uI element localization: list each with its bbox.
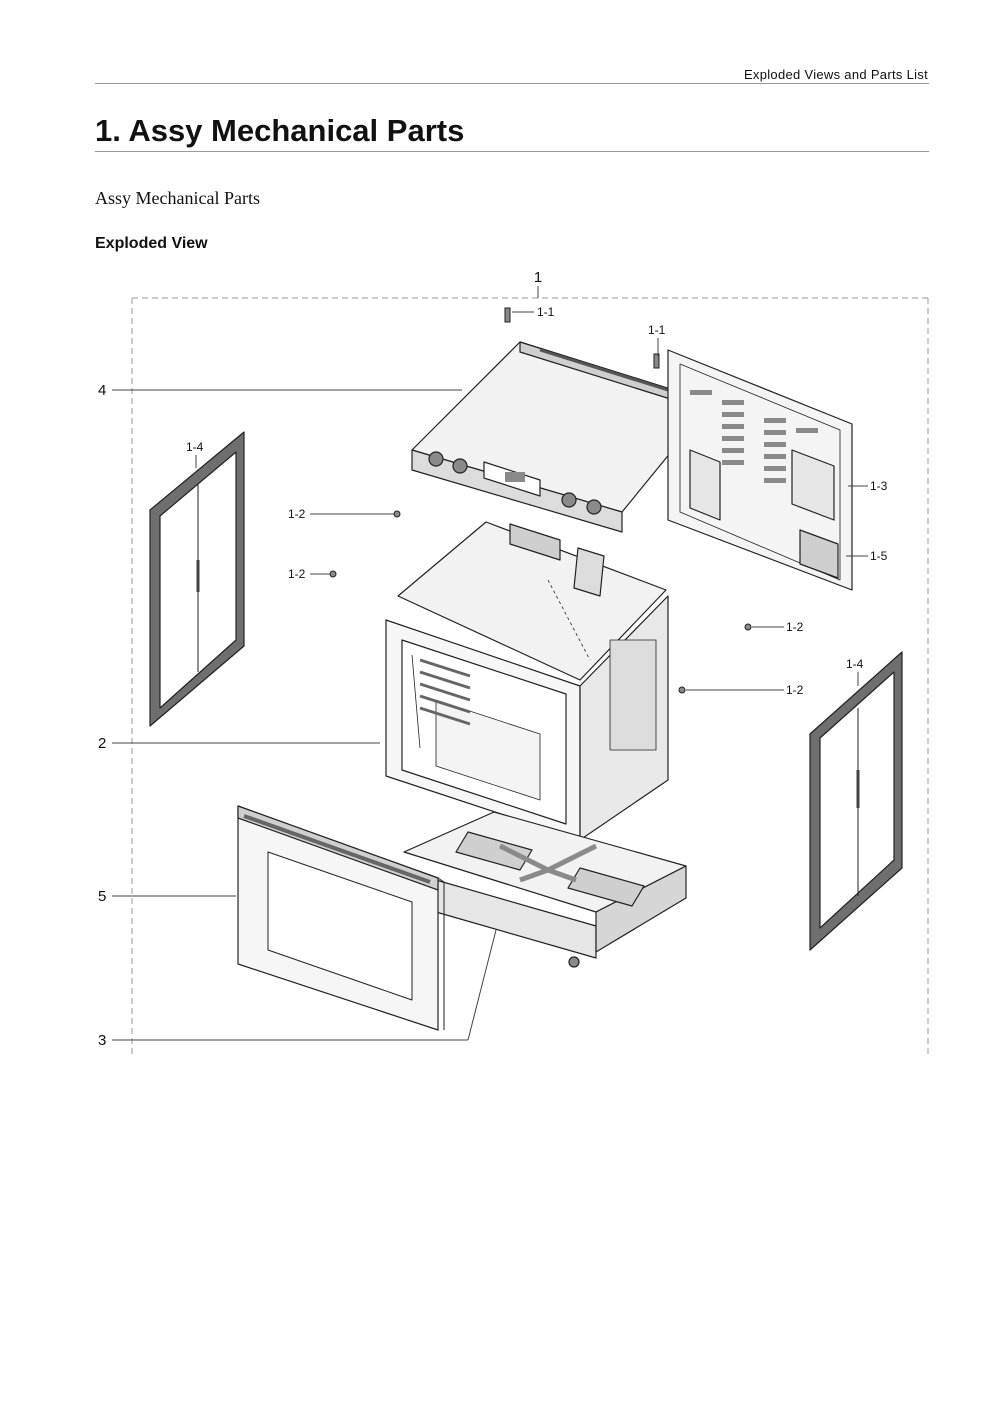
callout-screw-back: 1-1 (648, 323, 666, 337)
callout-back-panel: 1-3 (870, 479, 888, 493)
side-panel-right-part (809, 651, 903, 951)
callout-oven-cavity: 2 (98, 735, 106, 752)
callout-fastener-b: 1-2 (288, 567, 306, 581)
callout-assembly: 1 (534, 269, 542, 286)
callout-screw-top: 1-1 (537, 305, 555, 319)
side-panel-left-part (149, 431, 245, 727)
door-part (237, 805, 445, 1031)
back-panel-part (667, 349, 853, 591)
callout-fastener-a: 1-2 (288, 507, 306, 521)
base-part (403, 811, 687, 968)
callout-base: 3 (98, 1032, 106, 1049)
callout-fastener-d: 1-2 (786, 683, 804, 697)
callout-side-panel-left: 1-4 (186, 440, 204, 454)
page-title: 1. Assy Mechanical Parts (95, 113, 465, 148)
callout-door: 5 (98, 888, 106, 905)
fastener-hardware (329, 307, 752, 694)
leader-lines (112, 311, 868, 1041)
header-rule (95, 83, 929, 84)
assembly-frame (131, 297, 929, 1058)
cooktop-part (411, 341, 713, 533)
callout-side-panel-right: 1-4 (846, 657, 864, 671)
subtitle: Assy Mechanical Parts (95, 188, 260, 208)
oven-cavity-part (385, 521, 669, 841)
header-section-title: Exploded Views and Parts List (743, 67, 928, 82)
title-rule (95, 151, 929, 152)
section-label: Exploded View (95, 235, 208, 252)
callout-cooktop: 4 (98, 382, 106, 399)
callout-fastener-c: 1-2 (786, 620, 804, 634)
callout-bracket: 1-5 (870, 549, 888, 563)
